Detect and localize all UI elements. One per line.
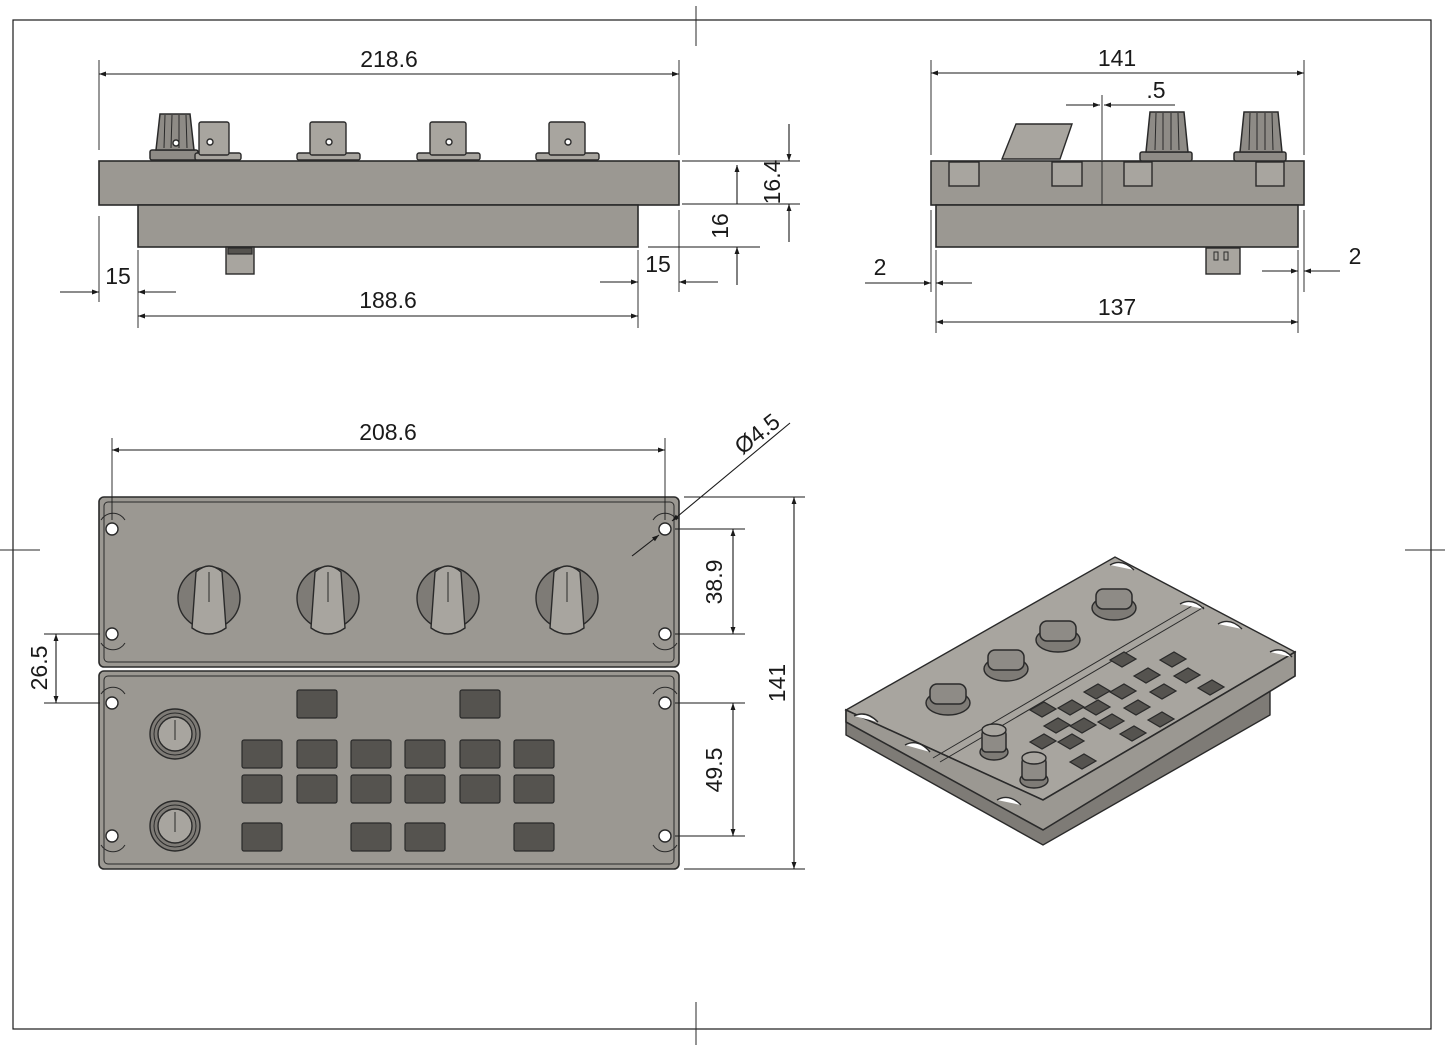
encoder-knob-1	[149, 708, 201, 760]
side-connector	[1205, 247, 1241, 275]
front-top-plate	[98, 160, 680, 206]
rotary-knob-4	[535, 565, 599, 635]
front-tab-3	[416, 121, 481, 161]
top-lower-panel	[98, 670, 680, 870]
front-dimensions: 218.6 15 15 188.6 16 16.4	[60, 46, 800, 328]
side-view	[930, 111, 1305, 275]
isometric-view	[844, 556, 1297, 846]
dim-mid-hole-spacing: 26.5	[26, 646, 52, 691]
iso-notches	[853, 561, 1293, 806]
dim-hole-diameter: Ø4.5	[729, 408, 784, 459]
center-marks	[0, 6, 1445, 1045]
front-knob	[149, 113, 199, 161]
side-dimensions: 141 .5 2 2 137	[865, 45, 1361, 333]
dim-base-width: 188.6	[359, 287, 417, 313]
side-base	[935, 204, 1299, 248]
dim-side-base-width: 137	[1098, 294, 1136, 320]
dim-bottom-hole-spacing: 49.5	[701, 748, 727, 793]
rotary-knob-3	[416, 565, 480, 635]
iso-cutouts	[1028, 651, 1226, 770]
upper-mount-holes	[100, 512, 678, 651]
dim-overall-height: 141	[764, 664, 790, 702]
side-knob-1	[1139, 111, 1193, 162]
dim-top-hole-spacing: 38.9	[701, 560, 727, 605]
dim-base-height: 16	[707, 213, 733, 239]
front-tab-4	[535, 121, 600, 161]
iso-encoders	[979, 723, 1049, 789]
dim-hole-span: 208.6	[359, 419, 417, 445]
dim-side-overall-width: 141	[1098, 45, 1136, 71]
dim-top-height: 16.4	[759, 159, 785, 204]
side-top-plate	[930, 160, 1305, 206]
dim-left-offset: 15	[105, 263, 131, 289]
top-upper-panel	[98, 496, 680, 668]
iso-knobs	[925, 588, 1137, 716]
top-view	[98, 496, 680, 870]
front-tab-2	[296, 121, 361, 161]
rotary-knob-1	[177, 565, 241, 635]
front-base	[137, 204, 639, 248]
side-switch	[1000, 123, 1073, 160]
dim-side-offset: .5	[1146, 77, 1165, 103]
rotary-knobs	[177, 565, 599, 635]
side-knob-2	[1233, 111, 1287, 162]
front-view	[98, 113, 680, 275]
top-dimensions: 208.6 Ø4.5 38.9 49.5 26.5 141	[26, 408, 805, 870]
sheet-border	[12, 19, 1432, 1030]
dim-overall-width: 218.6	[360, 46, 418, 72]
dim-side-left-inset: 2	[874, 254, 887, 280]
front-tab-1	[194, 121, 242, 161]
dim-right-offset: 15	[645, 251, 671, 277]
lower-mount-holes	[100, 686, 678, 853]
rotary-knob-2	[296, 565, 360, 635]
switch-cutouts	[241, 689, 555, 852]
dim-side-right-inset: 2	[1349, 243, 1362, 269]
encoder-knob-2	[149, 800, 201, 852]
